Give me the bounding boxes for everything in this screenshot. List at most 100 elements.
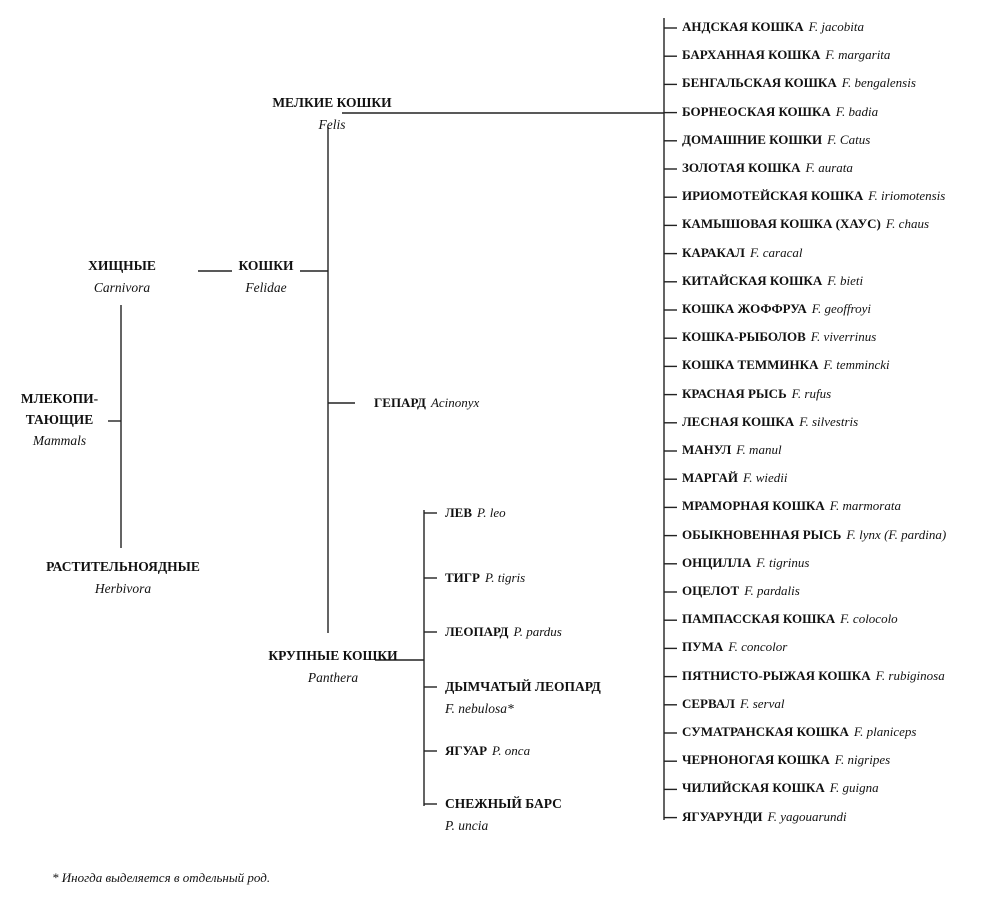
species-name: АНДСКАЯ КОШКА	[682, 19, 804, 34]
species-latin: P. uncia	[445, 818, 489, 833]
species-latin: P. tigris	[485, 570, 526, 585]
mammals-latin: Mammals	[32, 433, 87, 448]
species-name: КОШКА ТЕММИНКА	[682, 357, 819, 373]
footnote: * Иногда выделяется в отдельный род.	[52, 870, 271, 885]
species-latin: F. colocolo	[840, 611, 898, 627]
acinonyx-label: ГЕПАРД	[374, 395, 426, 410]
node-mammals: МЛЕКОПИ- ТАЮЩИЕ Mammals	[12, 388, 107, 452]
species-latin: F. bieti	[827, 272, 864, 288]
species-latin: F. lynx (F. pardina)	[846, 526, 947, 542]
panthera-species-item: СНЕЖНЫЙ БАРС P. uncia	[445, 793, 562, 837]
species-name: ПАМПАССКАЯ КОШКА	[682, 611, 836, 627]
species-name: КАРАКАЛ	[682, 244, 745, 260]
species-latin: F. pardalis	[744, 583, 800, 598]
species-latin: F. concolor	[728, 639, 788, 655]
species-latin: F. viverrinus	[810, 329, 877, 345]
carnivora-latin: Carnivora	[93, 280, 151, 295]
species-name: ДОМАШНИЕ КОШКИ	[682, 131, 823, 147]
carnivora-label: ХИЩНЫЕ	[88, 258, 156, 273]
species-latin: P. leo	[477, 505, 506, 520]
felis-species-item: ЗОЛОТАЯ КОШКА F. aurata	[682, 157, 853, 179]
species-latin: F. rubiginosa	[875, 667, 945, 683]
species-name: ЛЕВ	[445, 505, 473, 520]
species-name: КОШКА ЖОФФРУА	[682, 301, 807, 316]
species-name: БЕНГАЛЬСКАЯ КОШКА	[682, 75, 837, 91]
species-name: ЯГУАР	[445, 743, 488, 758]
species-latin: F. planiceps	[853, 724, 917, 739]
herbivora-label: РАСТИТЕЛЬНОЯДНЫЕ	[46, 559, 200, 574]
species-name: ОНЦИЛЛА	[682, 554, 752, 570]
panthera-species-item: ДЫМЧАТЫЙ ЛЕОПАРД F. nebulosa*	[445, 676, 601, 720]
species-latin: F. iriomotensis	[868, 188, 946, 204]
species-name: КРАСНАЯ РЫСЬ	[682, 385, 787, 401]
species-name: ОЦЕЛОТ	[682, 583, 740, 598]
mammals-label: МЛЕКОПИ- ТАЮЩИЕ	[20, 391, 99, 427]
felidae-label: КОШКИ	[238, 258, 294, 273]
felidae-latin: Felidae	[245, 280, 287, 295]
species-name: ЯГУАРУНДИ	[682, 808, 763, 824]
felis-species-item: ОЦЕЛОТ F. pardalis	[682, 580, 800, 602]
species-latin: F. aurata	[805, 160, 853, 175]
species-name: ТИГР	[445, 570, 480, 585]
node-panthera: КРУПНЫЕ КОШКИ Panthera	[258, 645, 408, 689]
species-latin: F. tigrinus	[756, 554, 810, 570]
species-name: ПЯТНИСТО-РЫЖАЯ КОШКА	[682, 667, 871, 683]
panthera-species-item: ТИГР P. tigris	[445, 567, 525, 589]
felis-label: МЕЛКИЕ КОШКИ	[272, 95, 392, 110]
species-name: ОБЫКНОВЕННАЯ РЫСЬ	[682, 526, 842, 542]
species-latin: F. nigripes	[834, 752, 891, 768]
species-latin: F. temmincki	[823, 357, 890, 373]
species-name: СУМАТРАНСКАЯ КОШКА	[682, 724, 849, 739]
species-name: ЛЕОПАРД	[445, 624, 509, 639]
felis-species-item: АНДСКАЯ КОШКА F. jacobita	[682, 16, 864, 38]
species-name: КОШКА-РЫБОЛОВ	[682, 329, 806, 345]
acinonyx-latin: Acinonyx	[430, 395, 480, 410]
panthera-species-item: ЛЕОПАРД P. pardus	[445, 621, 562, 643]
species-latin: F. wiedii	[742, 470, 788, 486]
species-name: ИРИОМОТЕЙСКАЯ КОШКА	[682, 188, 864, 204]
species-name: СЕРВАЛ	[682, 695, 735, 711]
species-name: ЗОЛОТАЯ КОШКА	[682, 160, 801, 175]
panthera-latin: Panthera	[307, 670, 359, 685]
species-latin: P. pardus	[513, 624, 562, 639]
species-name: ЛЕСНАЯ КОШКА	[682, 413, 795, 429]
species-latin: F. marmorata	[829, 498, 901, 514]
species-latin: F. jacobita	[808, 19, 864, 34]
node-carnivora: ХИЩНЫЕ Carnivora	[62, 255, 182, 299]
species-latin: F. manul	[736, 442, 782, 457]
species-latin: F. badia	[835, 103, 879, 119]
species-name: МАРГАЙ	[682, 470, 738, 486]
species-latin: F. bengalensis	[841, 75, 916, 91]
species-name: ЧИЛИЙСКАЯ КОШКА	[682, 780, 825, 796]
species-latin: F. yagouarundi	[767, 808, 847, 824]
species-latin: F. serval	[739, 695, 785, 711]
node-felidae: КОШКИ Felidae	[226, 255, 306, 299]
species-latin: F. margarita	[825, 47, 891, 63]
panthera-label: КРУПНЫЕ КОШКИ	[268, 648, 398, 663]
species-latin: F. rufus	[791, 385, 832, 401]
